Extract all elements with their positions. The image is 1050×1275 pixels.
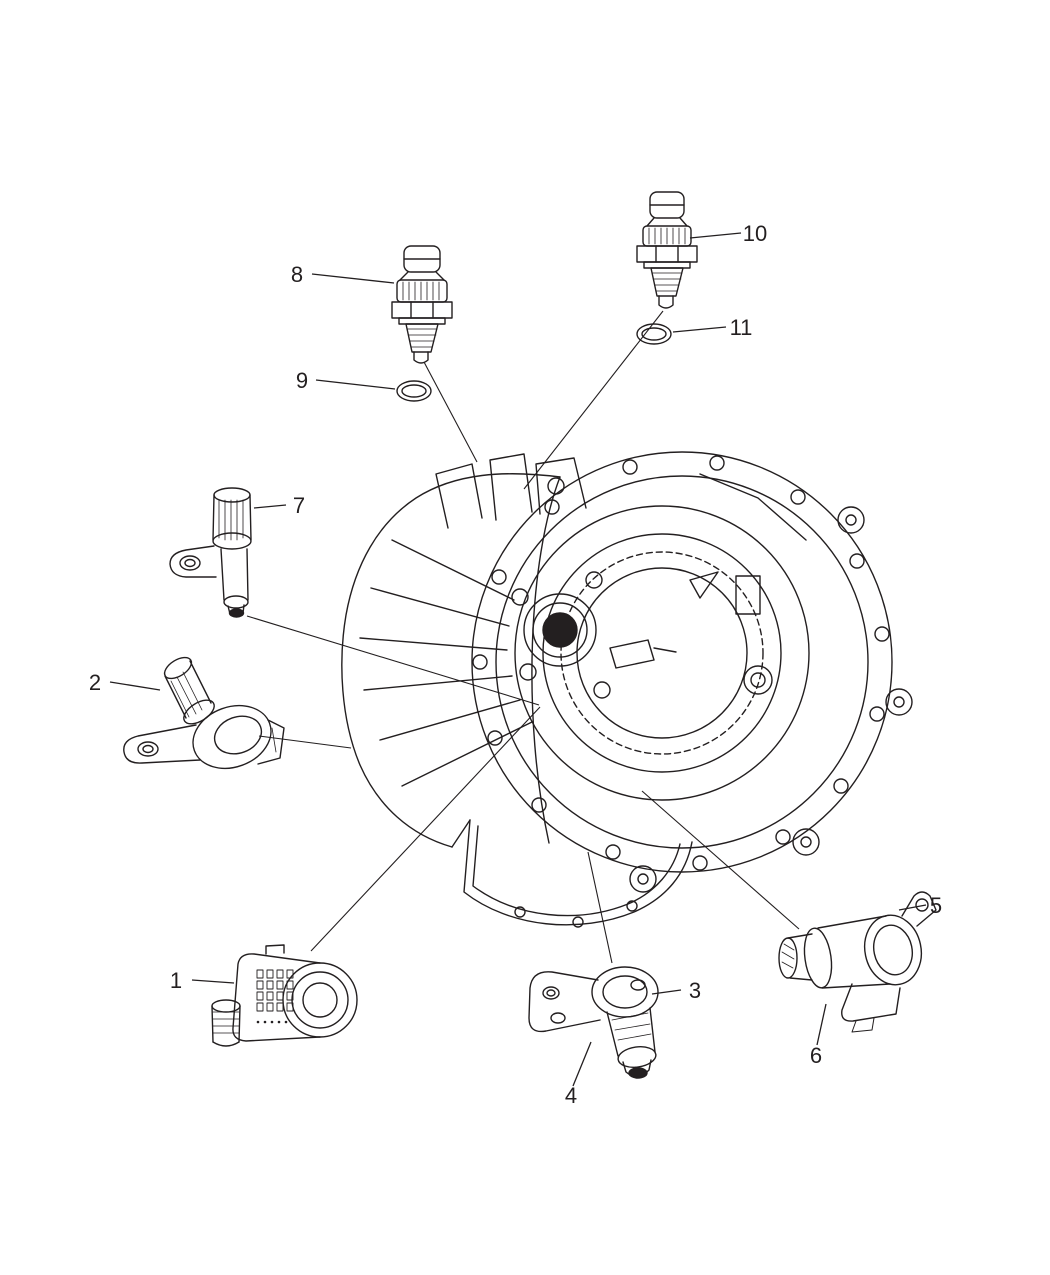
part-9-o-ring [396, 380, 432, 402]
transaxle-housing-drawing [341, 451, 913, 928]
connector-dot-texture [256, 1020, 288, 1024]
case-outline-and-ribs [341, 473, 561, 848]
callout-label-3: 3 [689, 978, 701, 1003]
flange-bolt-holes [472, 455, 890, 871]
callout-label-9: 9 [296, 368, 308, 393]
flange-mount-lobes [629, 506, 913, 893]
bell-flange-outline [471, 451, 893, 873]
part-3-4-output-sensor-bracket [528, 966, 659, 1079]
leader-line-3 [651, 989, 682, 995]
leader-lines [109, 232, 927, 1087]
clutch-drum-rings [514, 505, 810, 801]
leader-line-10 [689, 232, 742, 239]
leader-line-7 [253, 504, 287, 509]
connection-line-part-3 [587, 851, 613, 964]
leader-line-8 [311, 273, 395, 284]
leader-line-4 [572, 1041, 592, 1087]
bell-flange-inner-outline [495, 475, 869, 849]
callout-label-1: 1 [170, 968, 182, 993]
callout-label-5: 5 [930, 893, 942, 918]
part-5-6-sensor-assembly [778, 891, 937, 1033]
connector-pin-grid [256, 969, 294, 1012]
leader-line-2 [109, 681, 161, 691]
leader-line-6 [816, 1003, 827, 1046]
connection-line-part-8 [423, 361, 478, 463]
connection-line-part-5 [641, 790, 800, 930]
callout-label-6: 6 [810, 1043, 822, 1068]
connection-line-part-10 [523, 310, 664, 490]
part-10-pressure-switch [636, 191, 698, 309]
part-1-solenoid-connector [211, 944, 358, 1047]
callout-label-4: 4 [565, 1083, 577, 1108]
oil-pan [451, 819, 693, 928]
connection-line-part-1 [310, 706, 541, 952]
leader-line-11 [672, 326, 727, 333]
part-7-speed-sensor [169, 487, 252, 618]
callout-label-7: 7 [293, 493, 305, 518]
leader-line-1 [191, 979, 235, 984]
part-8-pressure-switch [391, 245, 453, 364]
callout-label-2: 2 [89, 670, 101, 695]
leader-line-9 [315, 379, 396, 390]
callout-labels: 1 2 3 4 5 6 7 8 9 10 11 [89, 221, 942, 1108]
leader-line-5 [898, 904, 927, 911]
connection-line-part-7 [246, 615, 540, 706]
callout-label-10: 10 [743, 221, 767, 246]
callout-label-11: 11 [730, 315, 753, 340]
connection-lines [246, 310, 800, 964]
connection-line-part-2 [258, 735, 352, 749]
callout-label-8: 8 [291, 262, 303, 287]
part-11-o-ring [636, 323, 672, 345]
part-2-speed-sensor [123, 656, 285, 770]
case-right-details [609, 639, 773, 695]
